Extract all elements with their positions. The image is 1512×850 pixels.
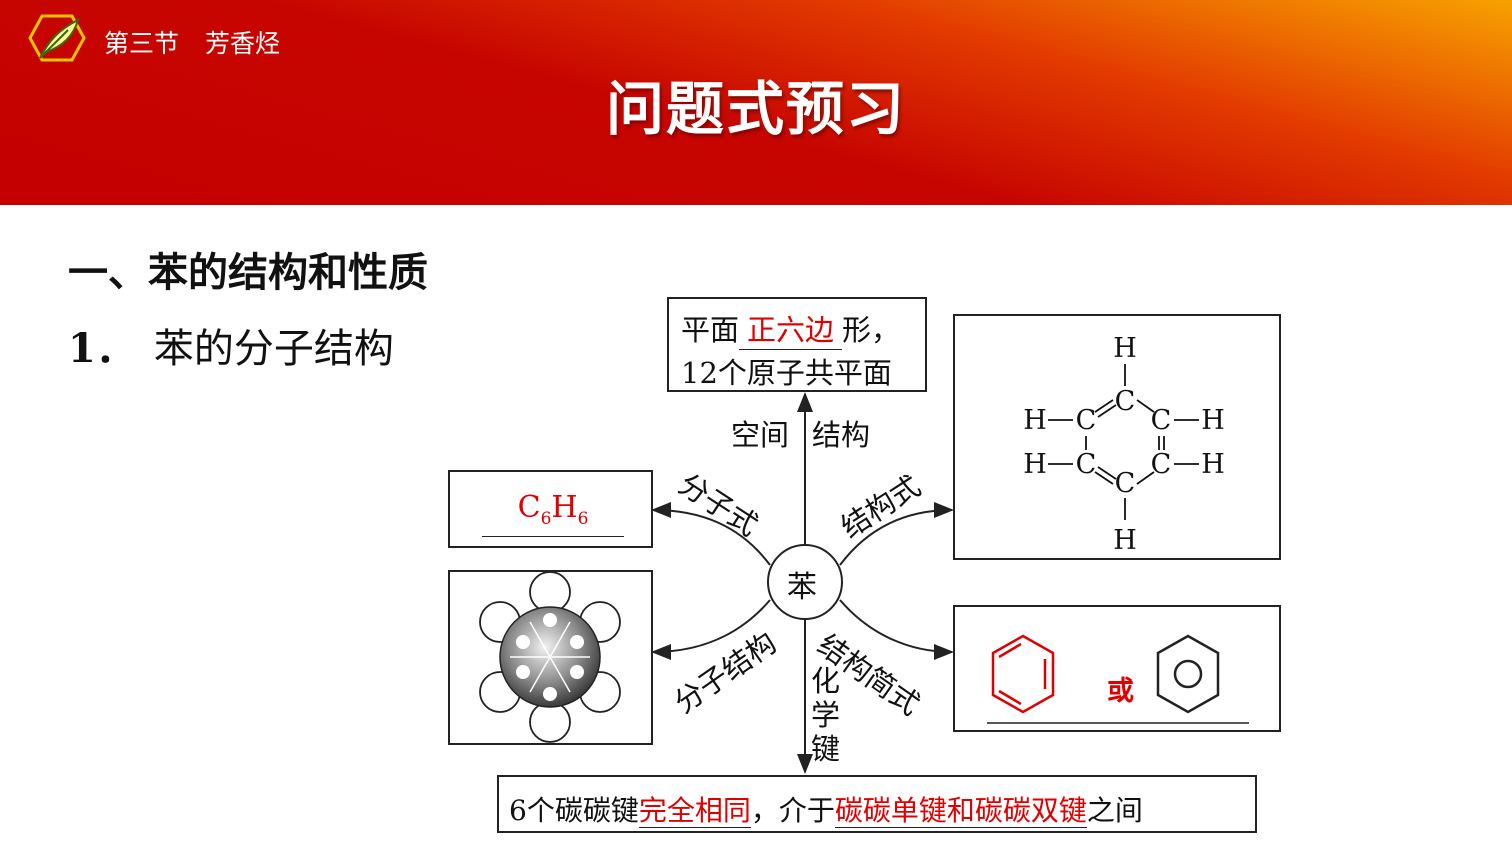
atom-c-upper-left: C xyxy=(1076,405,1097,436)
bond-description-text: 6个碳碳键完全相同，介于碳碳单键和碳碳双键之间 xyxy=(509,789,1143,829)
benzene-mindmap-lines xyxy=(651,392,954,774)
atom-h-lower-right: H xyxy=(1201,449,1225,480)
spatial-line-2: 12个原子共平面 xyxy=(681,356,892,390)
simplified-formula-box: 或 xyxy=(953,605,1281,732)
kekule-hexagon-icon xyxy=(991,634,1055,714)
benzene-structural-formula: H H H H H H C C C C C C xyxy=(1023,333,1225,556)
formula-sub-1: 6 xyxy=(540,509,552,529)
structural-formula-box: H H H H H H C C C C C C xyxy=(953,314,1281,560)
label-chemical-bond: 化 学 键 xyxy=(811,664,843,766)
atom-c-lower-left: C xyxy=(1076,449,1097,480)
spatial-line-1: 平面正六边形， xyxy=(681,307,900,350)
benzene-simplified-icons xyxy=(987,634,1249,724)
formula-h: H xyxy=(551,490,578,525)
atom-c-top: C xyxy=(1115,386,1136,417)
feather-logo-icon xyxy=(28,14,86,62)
spatial-answer: 正六边 xyxy=(739,307,843,350)
subheading-number: 1． xyxy=(68,325,136,372)
molecular-model-box xyxy=(448,570,653,745)
benzene-ball-model-icon xyxy=(479,572,621,743)
spatial-post: 形， xyxy=(842,313,901,347)
section-label: 第三节芳香烃 xyxy=(104,24,280,60)
atom-h-top: H xyxy=(1113,333,1137,364)
label-bond-char-2: 学 xyxy=(811,698,841,732)
content-subheading: 1． 苯的分子结构 xyxy=(68,316,394,374)
aromatic-ring-hexagon-icon xyxy=(1156,634,1220,714)
atom-h-bottom: H xyxy=(1113,525,1137,556)
section-number: 第三节 xyxy=(104,29,180,58)
bond-pre: 6个碳碳键 xyxy=(509,794,639,827)
header-banner: 第三节芳香烃 问题式预习 xyxy=(0,0,1512,205)
formula-sub-2: 6 xyxy=(577,509,589,529)
formula-c: C xyxy=(517,490,541,525)
bond-mid: ，介于 xyxy=(750,794,835,827)
label-bond-char-1: 化 xyxy=(811,664,841,698)
label-spatial-right: 结构 xyxy=(812,418,871,452)
or-label: 或 xyxy=(1107,676,1134,707)
bond-post: 之间 xyxy=(1086,794,1143,827)
atom-h-lower-left: H xyxy=(1023,449,1047,480)
content-heading: 一、苯的结构和性质 xyxy=(68,250,428,296)
section-title: 芳香烃 xyxy=(205,29,281,58)
bond-description-box: 6个碳碳键完全相同，介于碳碳单键和碳碳双键之间 xyxy=(497,775,1257,833)
bond-answer-2: 碳碳单键和碳碳双键 xyxy=(834,794,1087,828)
atom-c-bottom: C xyxy=(1115,468,1136,499)
atom-h-upper-right: H xyxy=(1201,405,1225,436)
spatial-pre: 平面 xyxy=(681,313,740,347)
atom-c-upper-right: C xyxy=(1151,405,1172,436)
center-node-benzene: 苯 xyxy=(787,570,817,605)
bond-answer-1: 完全相同 xyxy=(638,794,751,828)
formula-answer: C6H6 xyxy=(482,480,624,537)
atom-c-lower-right: C xyxy=(1151,449,1172,480)
page-title: 问题式预习 xyxy=(605,75,906,143)
subheading-text: 苯的分子结构 xyxy=(153,326,394,372)
label-spatial-left: 空间 xyxy=(731,418,790,452)
spatial-structure-box: 平面正六边形， 12个原子共平面 xyxy=(667,297,927,392)
molecular-formula-box: C6H6 xyxy=(448,470,653,548)
atom-h-upper-left: H xyxy=(1023,405,1047,436)
label-bond-char-3: 键 xyxy=(811,732,841,766)
